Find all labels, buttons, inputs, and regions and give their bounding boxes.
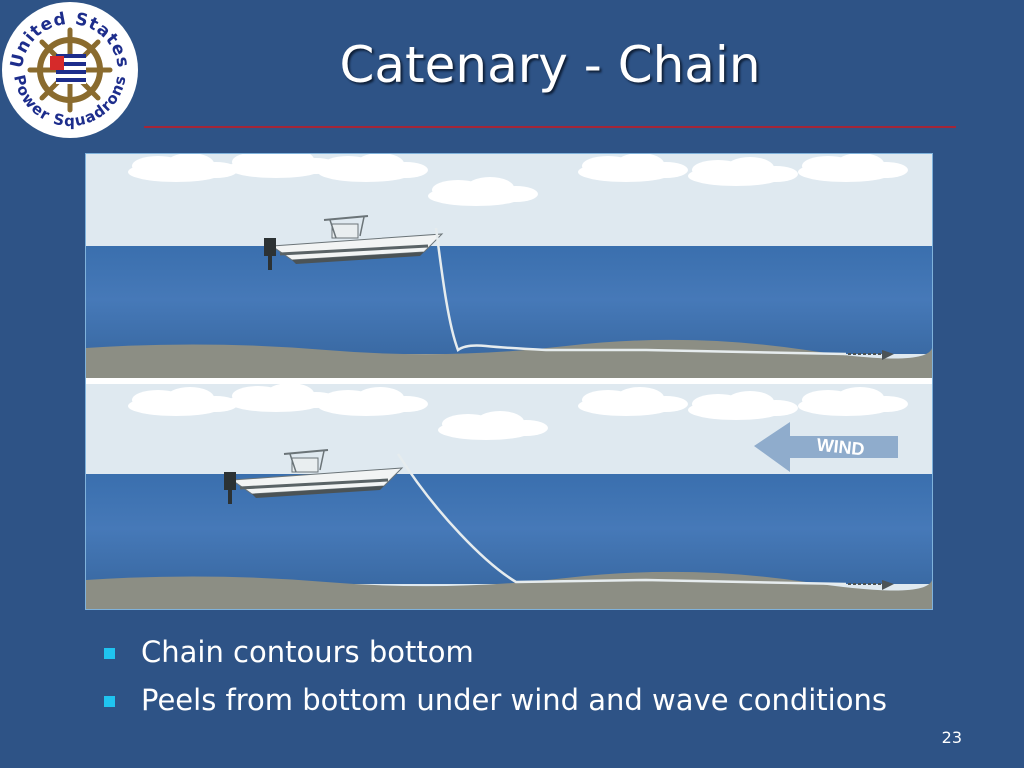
panel-calm — [86, 154, 932, 378]
chain-line — [434, 227, 847, 356]
wind-label: WIND — [816, 435, 866, 460]
usps-logo: United States Power Squadrons — [2, 2, 138, 138]
bullet-square-icon — [104, 647, 115, 659]
panel-divider — [86, 378, 932, 384]
bullet-item: Chain contours bottom — [104, 628, 887, 676]
page-number: 23 — [941, 728, 962, 747]
bullet-list: Chain contours bottom Peels from bottom … — [104, 628, 887, 724]
bullet-square-icon — [104, 695, 115, 707]
chain-line — [396, 453, 847, 586]
bullet-text: Peels from bottom under wind and wave co… — [141, 683, 887, 717]
bullet-text: Chain contours bottom — [141, 635, 474, 669]
catenary-illustration: WIND — [85, 153, 933, 610]
slide-title: Catenary - Chain — [339, 36, 761, 94]
bullet-item: Peels from bottom under wind and wave co… — [104, 676, 887, 724]
title-divider — [144, 126, 956, 128]
wind-arrow: WIND — [754, 422, 898, 472]
panel-wind: WIND — [86, 383, 932, 609]
flag-icon — [50, 54, 86, 84]
